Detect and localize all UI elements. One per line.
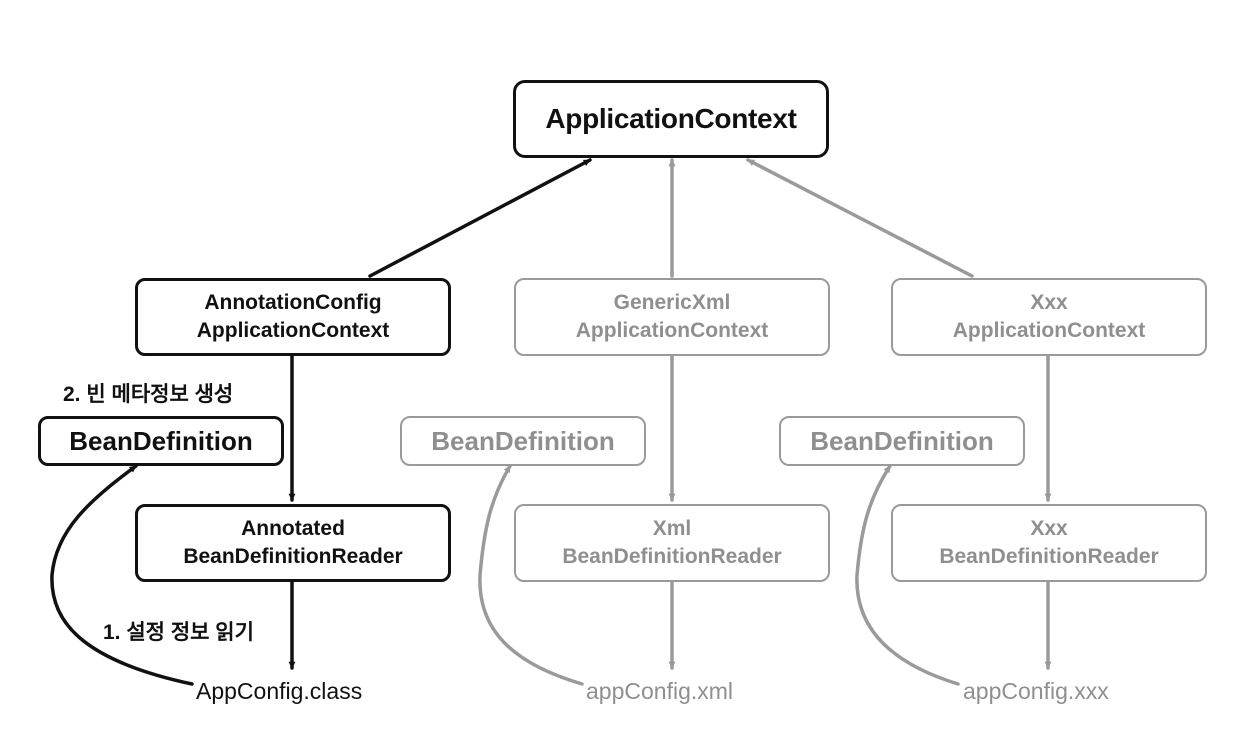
reader-line-2: BeanDefinitionReader	[562, 545, 782, 568]
xml-reader-box: Xml BeanDefinitionReader	[514, 504, 830, 582]
context-line-1: GenericXml	[613, 291, 731, 315]
reader-line-2: BeanDefinitionReader	[939, 545, 1159, 568]
source-appconfig-class: AppConfig.class	[196, 678, 363, 704]
bean-definition-label: BeanDefinition	[431, 425, 615, 456]
reader-line-1: Annotated	[241, 517, 345, 541]
application-context-label: ApplicationContext	[545, 102, 797, 134]
reader-line-1: Xxx	[1030, 517, 1068, 541]
arrow-xxx-to-root	[746, 158, 974, 278]
reader-line-1: Xml	[652, 517, 692, 541]
annotated-reader-box: Annotated BeanDefinitionReader	[135, 504, 451, 582]
bean-definition-label: BeanDefinition	[810, 425, 994, 456]
context-line-1: AnnotationConfig	[204, 291, 382, 315]
context-line-1: Xxx	[1030, 291, 1068, 315]
curve-xml-to-beandefinition	[478, 464, 584, 686]
bean-definition-box: BeanDefinition	[38, 416, 284, 466]
arrow-annotation-to-root	[368, 158, 592, 278]
bean-definition-label: BeanDefinition	[69, 425, 253, 456]
application-context-box: ApplicationContext	[513, 80, 829, 158]
context-line-2: ApplicationContext	[952, 319, 1146, 342]
context-line-2: ApplicationContext	[575, 319, 769, 342]
bean-definition-box-xxx: BeanDefinition	[779, 416, 1025, 466]
source-appconfig-xxx: appConfig.xxx	[963, 678, 1109, 704]
xxx-context-box: Xxx ApplicationContext	[891, 278, 1207, 356]
source-appconfig-xml: appConfig.xml	[586, 678, 734, 704]
step-create-metadata-label: 2. 빈 메타정보 생성	[63, 383, 234, 406]
xxx-reader-box: Xxx BeanDefinitionReader	[891, 504, 1207, 582]
bean-definition-box-xml: BeanDefinition	[400, 416, 646, 466]
curve-appconfig-to-beandefinition	[50, 464, 194, 686]
reader-line-2: BeanDefinitionReader	[183, 545, 403, 568]
curve-xxx-to-beandefinition	[855, 464, 960, 686]
genericxml-context-box: GenericXml ApplicationContext	[514, 278, 830, 356]
context-line-2: ApplicationContext	[196, 319, 390, 342]
annotation-config-context-box: AnnotationConfig ApplicationContext	[135, 278, 451, 356]
step-read-config-label: 1. 설정 정보 읽기	[103, 621, 254, 644]
